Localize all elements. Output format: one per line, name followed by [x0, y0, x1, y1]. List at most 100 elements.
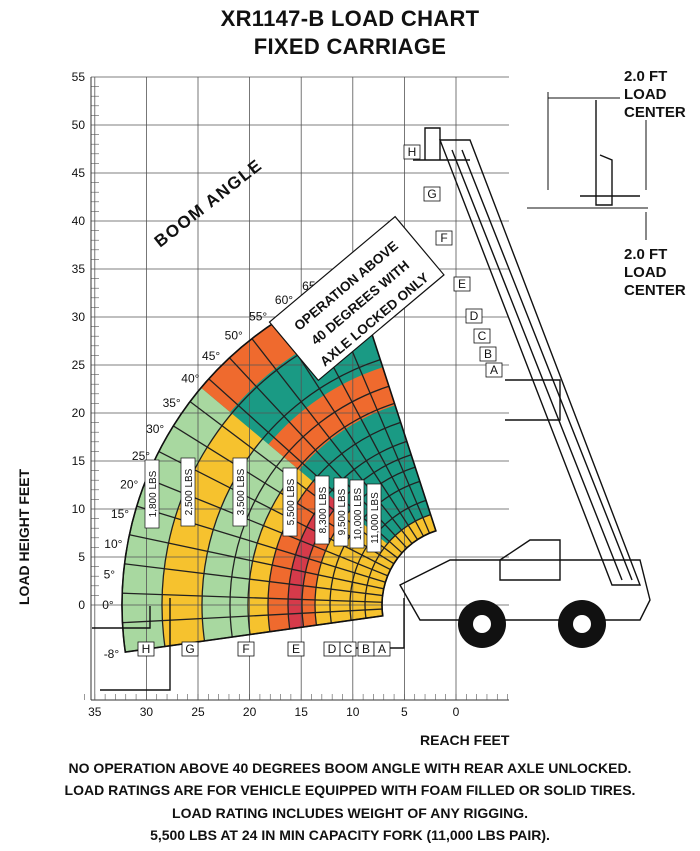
svg-text:8,300 LBS: 8,300 LBS	[318, 486, 329, 533]
y-tick-label: 45	[72, 166, 86, 180]
y-tick-label: 55	[72, 70, 86, 84]
boom-mid-bracket	[505, 379, 561, 421]
angle-label: 10°	[104, 537, 122, 551]
load-center-top-line2: LOAD	[624, 86, 667, 103]
load-center-top-line1: 2.0 FT	[624, 68, 668, 85]
boom	[438, 139, 642, 586]
y-tick-label: 10	[72, 502, 86, 516]
capacity-label: 1,800 LBS	[144, 459, 160, 529]
upper-carriage	[413, 127, 470, 161]
zone-box-side	[473, 328, 491, 344]
note-4: 5,500 LBS AT 24 IN MIN CAPACITY FORK (11…	[150, 827, 550, 843]
x-tick-label: 25	[191, 705, 205, 719]
boom-inner-line-2	[461, 149, 633, 581]
load-center-bottom-line1: 2.0 FT	[624, 246, 668, 263]
zone-label-bottom: C	[344, 642, 353, 656]
svg-text:11,000 LBS: 11,000 LBS	[370, 492, 381, 544]
note-3: LOAD RATING INCLUDES WEIGHT OF ANY RIGGI…	[172, 805, 528, 821]
zone-label-side: B	[484, 347, 492, 361]
capacity-label: 10,000 LBS	[349, 479, 365, 549]
zone-box-side	[423, 186, 441, 202]
zone-box-side	[435, 230, 453, 246]
front-wheel-hub	[473, 615, 491, 633]
zero-deg-fork	[92, 606, 151, 629]
capacity-label: 2,500 LBS	[180, 457, 196, 527]
capacity-label: 5,500 LBS	[282, 467, 298, 537]
y-tick-label: 50	[72, 118, 86, 132]
y-axis-label: LOAD HEIGHT FEET	[16, 468, 32, 605]
zone-label-side: C	[478, 329, 487, 343]
svg-text:2,500 LBS: 2,500 LBS	[184, 468, 195, 515]
y-tick-label: 15	[72, 454, 86, 468]
load-center-top-line3: CENTER	[624, 104, 686, 121]
zone-label-bottom: B	[362, 642, 370, 656]
capacity-label: 8,300 LBS	[314, 475, 330, 545]
angle-label: 35°	[163, 396, 181, 410]
svg-text:1,800 LBS: 1,800 LBS	[148, 470, 159, 517]
x-axis-label: REACH FEET	[420, 732, 510, 748]
svg-text:10,000 LBS: 10,000 LBS	[353, 488, 364, 541]
zone-box-side	[453, 276, 471, 292]
y-tick-label: 20	[72, 406, 86, 420]
x-tick-label: 0	[453, 705, 460, 719]
chart-subtitle: FIXED CARRIAGE	[253, 34, 447, 59]
zone-box-side	[403, 144, 421, 160]
zone-box-bottom	[237, 641, 255, 657]
zone-box-bottom	[137, 641, 155, 657]
zone-box-bottom	[181, 641, 199, 657]
x-tick-label: 5	[401, 705, 408, 719]
angle-label: 60°	[275, 293, 293, 307]
zone-box-bottom	[287, 641, 305, 657]
rear-wheel-hub	[573, 615, 591, 633]
y-tick-label: 0	[78, 598, 85, 612]
y-tick-label: 35	[72, 262, 86, 276]
zone-box-bottom	[339, 641, 357, 657]
zone-label-side: E	[458, 277, 466, 291]
zone-box-side	[465, 308, 483, 324]
load-center-detail	[580, 100, 640, 206]
note-1: NO OPERATION ABOVE 40 DEGREES BOOM ANGLE…	[68, 760, 632, 776]
zone-label-side: A	[490, 363, 498, 377]
zone-label-side: G	[427, 187, 436, 201]
zone-label-side: D	[470, 309, 479, 323]
zone-label-bottom: F	[242, 642, 249, 656]
zone-box-side	[485, 362, 503, 378]
angle-label: 0°	[102, 598, 114, 612]
y-tick-label: 25	[72, 358, 86, 372]
x-tick-label: 15	[295, 705, 309, 719]
svg-text:9,500 LBS: 9,500 LBS	[337, 488, 348, 535]
zone-label-bottom: G	[185, 642, 194, 656]
angle-label: 55°	[249, 310, 267, 324]
angle-label: 20°	[120, 478, 138, 492]
y-tick-label: 30	[72, 310, 86, 324]
telehandler-machine-drawing	[92, 92, 651, 691]
zone-label-bottom: E	[292, 642, 300, 656]
x-tick-label: 35	[88, 705, 102, 719]
x-tick-label: 20	[243, 705, 257, 719]
y-tick-label: 40	[72, 214, 86, 228]
load-center-bottom-line3: CENTER	[624, 282, 686, 299]
zone-label-bottom: D	[328, 642, 337, 656]
cab	[499, 539, 561, 581]
angle-label: 45°	[202, 349, 220, 363]
load-center-top-label: 2.0 FT LOAD CENTER	[624, 68, 686, 122]
load-center-bottom-line2: LOAD	[624, 264, 667, 281]
load-center-bottom-label: 2.0 FT LOAD CENTER	[624, 246, 686, 300]
angle-label: 5°	[104, 567, 116, 581]
x-tick-label: 30	[140, 705, 154, 719]
chart-grid	[84, 76, 509, 701]
boom-inner-line	[451, 149, 623, 581]
chart-title: XR1147-B LOAD CHART	[220, 6, 480, 31]
zone-box-side	[479, 346, 497, 362]
zone-label-side: H	[408, 145, 417, 159]
svg-text:3,500 LBS: 3,500 LBS	[236, 468, 247, 515]
zone-label-bottom: H	[142, 642, 151, 656]
angle-label: 40°	[181, 372, 199, 386]
angle-label: 50°	[225, 328, 243, 342]
zone-label-bottom: A	[378, 642, 386, 656]
x-tick-label: 10	[346, 705, 360, 719]
svg-text:5,500 LBS: 5,500 LBS	[286, 478, 297, 525]
boom-angle-label: BOOM ANGLE	[151, 155, 266, 251]
capacity-label: 11,000 LBS	[366, 483, 382, 553]
